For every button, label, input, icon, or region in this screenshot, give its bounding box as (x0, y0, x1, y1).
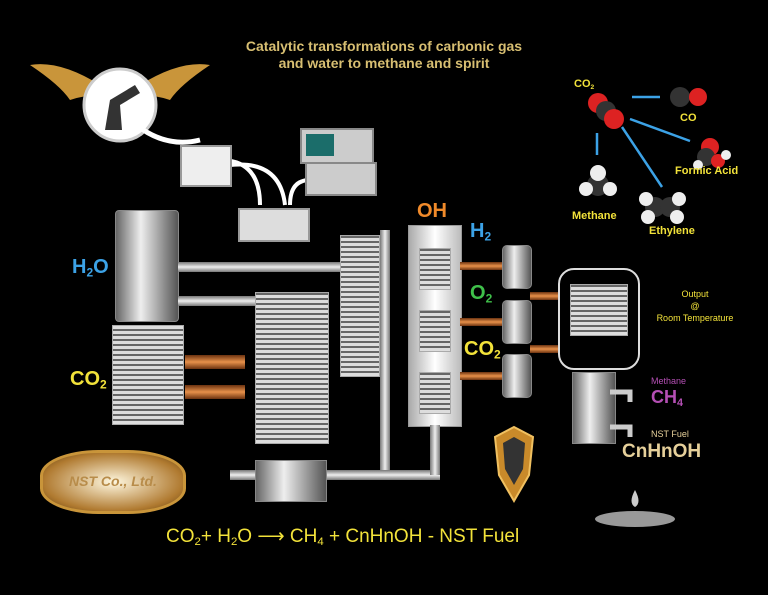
h2-cylinder (502, 245, 532, 289)
catalyst-stack (340, 235, 380, 377)
controller-panel (238, 208, 310, 242)
diagram-title: Catalytic transformations of carbonic ga… (0, 38, 768, 72)
reaction-arrows (595, 95, 691, 188)
output-line (530, 292, 560, 300)
pipe (380, 230, 390, 470)
output-chamber (558, 268, 640, 370)
co2-cylinder (502, 354, 532, 398)
monitor-unit (300, 128, 374, 164)
water-tank (115, 210, 179, 322)
co2-reactor-label: CO2 (464, 338, 501, 362)
o2-label: O2 (470, 282, 493, 306)
co-molecule-icon (670, 87, 707, 107)
copper-coil-bottom (185, 385, 245, 399)
oh-label: OH (417, 200, 447, 222)
winged-emblem-icon (30, 64, 210, 143)
pump-unit (255, 460, 327, 502)
logo-text: NST Co., Ltd. (69, 473, 157, 489)
methane-molecule-icon (579, 165, 617, 196)
molecule-label-ethylene: Ethylene (649, 225, 695, 237)
molecule-label-formic-acid: Formic Acid (675, 165, 739, 177)
reactor-column (408, 225, 462, 427)
co2-line (460, 372, 502, 380)
molecule-label-co: CO (680, 112, 697, 124)
ethylene-molecule-icon (639, 192, 686, 224)
reaction-equation: CO2+ H2O ⟶ CH4 + CnHnOH - NST Fuel (166, 526, 520, 548)
molecule-label-methane: Methane (572, 210, 617, 222)
o2-line (460, 318, 502, 326)
co2-molecule-icon (588, 93, 624, 129)
fuel-formula: CnHnOH (622, 441, 702, 462)
output-label: Output@Room Temperature (656, 289, 734, 323)
h2o-label: H2O (72, 256, 109, 280)
pipe (230, 470, 440, 480)
co2-input-label: CO2 (70, 368, 107, 392)
control-box (180, 145, 232, 187)
co2-collector (112, 325, 184, 425)
fuel-product-label: NST Fuel (651, 429, 689, 439)
faucet-icon (610, 389, 633, 437)
output-line (530, 345, 560, 353)
fuel-splash-icon (595, 490, 675, 527)
shield-badge-icon (493, 425, 535, 503)
heat-exchanger (255, 292, 329, 444)
keyboard-unit (305, 162, 377, 196)
formic-acid-molecule-icon (693, 138, 731, 170)
title-line-1: Catalytic transformations of carbonic ga… (245, 38, 523, 54)
h2-line (460, 262, 502, 270)
o2-cylinder (502, 300, 532, 344)
molecule-diagram (579, 87, 731, 224)
pipe (178, 262, 358, 272)
pipe (430, 425, 440, 475)
ch4-formula: CH4 (651, 387, 684, 409)
methane-product-label: Methane (651, 376, 687, 386)
copper-coil-top (185, 355, 245, 369)
h2-label: H2 (470, 220, 492, 244)
title-line-2: and water to methane and spirit (278, 55, 490, 71)
molecule-label-co2: CO2 (574, 78, 595, 91)
company-logo: NST Co., Ltd. (40, 450, 186, 514)
pipe (178, 296, 258, 306)
separator-tank (572, 372, 616, 444)
